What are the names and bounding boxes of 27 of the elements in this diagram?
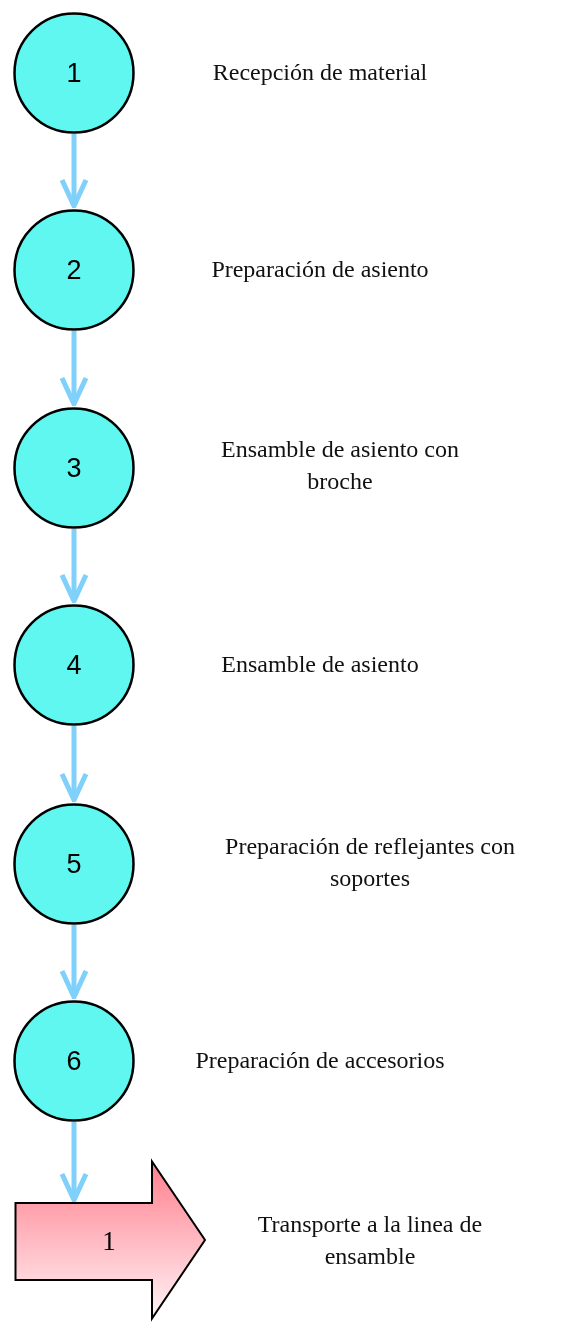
arrow (59, 726, 89, 803)
step-number: 6 (65, 1044, 83, 1078)
arrow-shape (14, 1160, 207, 1320)
step-label: Preparación de asiento (210, 255, 430, 284)
step-number: 4 (65, 648, 83, 682)
arrow (59, 529, 89, 604)
step-circle (13, 12, 135, 134)
step-number: 2 (65, 253, 83, 287)
step-number: 1 (101, 1225, 117, 1258)
step-circle (13, 209, 135, 331)
step-label: Preparación de accesorios (194, 1046, 446, 1075)
step-label: Preparación de reflejantes con soportes (224, 832, 516, 893)
step-label: Ensamble de asiento (220, 650, 420, 679)
arrow (59, 134, 89, 209)
step-label: Recepción de material (211, 58, 429, 87)
step-label: Ensamble de asiento con broche (220, 435, 460, 496)
step-circle (13, 1000, 135, 1122)
step-number: 3 (65, 451, 83, 485)
step-circle (13, 604, 135, 726)
step-circle (13, 407, 135, 529)
step-number: 5 (65, 847, 83, 881)
arrow (59, 331, 89, 407)
arrow (59, 1122, 89, 1203)
step-circle (13, 803, 135, 925)
step-label: Transporte a la linea de ensamble (256, 1210, 484, 1271)
arrow (59, 925, 89, 1000)
step-number: 1 (65, 56, 83, 90)
